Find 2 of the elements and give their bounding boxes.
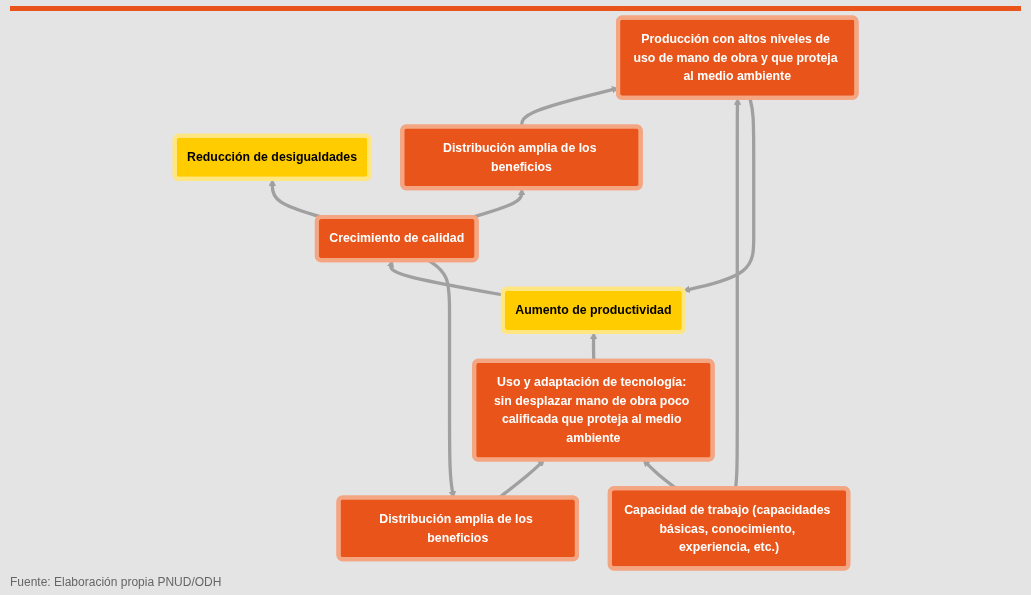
arrow [589, 332, 598, 362]
source-note: Fuente: Elaboración propia PNUD/ODH [10, 575, 223, 589]
